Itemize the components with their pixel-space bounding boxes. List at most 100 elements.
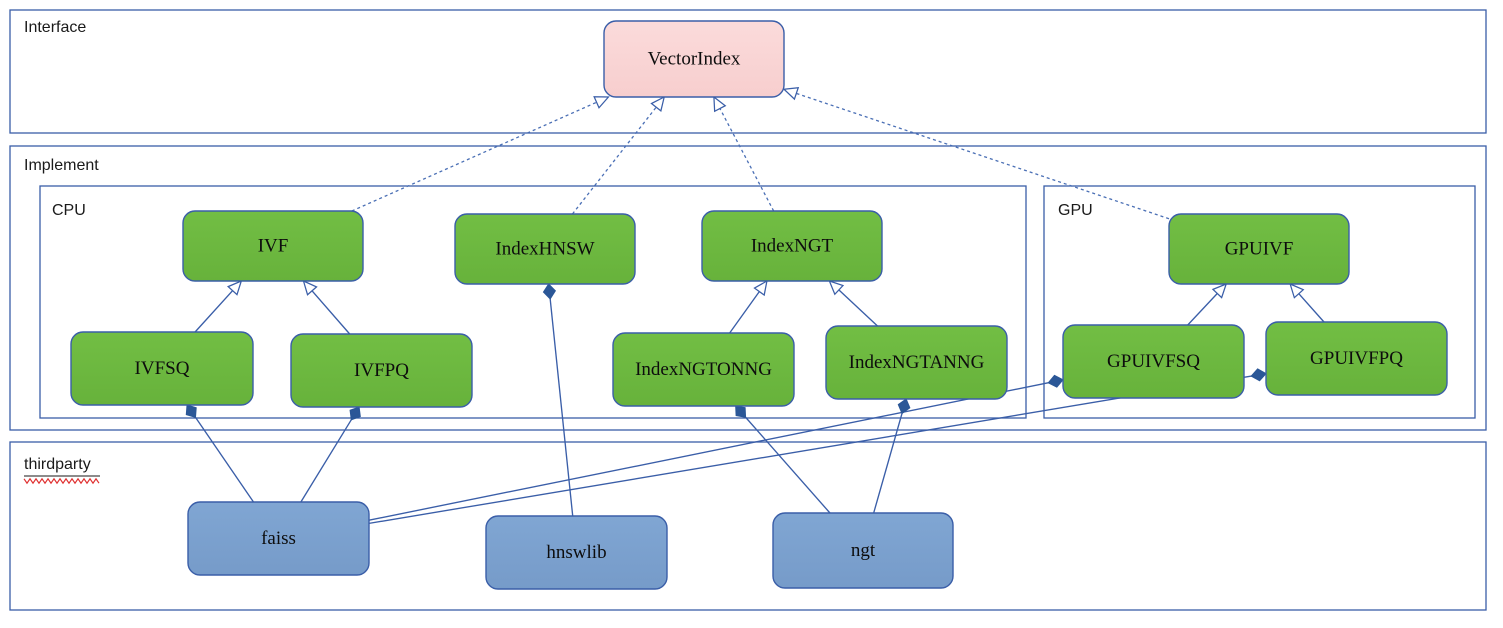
node-label-gpuivfsq: GPUIVFSQ: [1107, 351, 1200, 372]
node-label-vectorindex: VectorIndex: [648, 48, 741, 69]
composition-diamond-icon: [185, 404, 197, 419]
node-gpuivfpq[interactable]: GPUIVFPQ: [1265, 321, 1448, 396]
edge-line-realization: [351, 101, 598, 212]
node-box-ngt[interactable]: [772, 512, 954, 589]
edge-line-composition: [300, 418, 353, 503]
edge-line-inheritance: [729, 290, 761, 334]
inheritance-arrowhead-icon: [828, 279, 845, 296]
edge-line-composition: [368, 381, 1050, 521]
inheritance-arrowhead-icon: [226, 279, 243, 296]
realization-arrowhead-icon: [713, 95, 727, 113]
group-border-interface: [9, 9, 1487, 134]
node-box-hnswlib[interactable]: [485, 515, 668, 590]
node-label-ivfpq: IVFPQ: [354, 360, 409, 381]
node-indexngtanng[interactable]: IndexNGTANNG: [825, 325, 1008, 400]
edge-line-composition: [549, 297, 574, 517]
node-label-hnswlib: hnswlib: [546, 542, 606, 563]
node-label-ngt: ngt: [851, 540, 876, 561]
node-label-gpuivfpq: GPUIVFPQ: [1310, 348, 1403, 369]
node-box-gpuivf[interactable]: [1168, 213, 1350, 285]
edge-line-composition: [194, 416, 255, 503]
edge-line-inheritance: [194, 289, 234, 333]
realization-arrowhead-icon: [782, 87, 800, 101]
composition-diamond-icon: [1250, 368, 1267, 382]
group-border-implement: [9, 145, 1487, 431]
node-gpuivf[interactable]: GPUIVF: [1168, 213, 1350, 285]
composition-diamond-icon: [1047, 374, 1064, 388]
node-label-ivf: IVF: [258, 235, 289, 256]
node-box-ivfpq[interactable]: [290, 333, 473, 408]
composition-diamond-icon: [735, 405, 747, 418]
composition-diamond-icon: [897, 398, 911, 415]
node-indexhnsw[interactable]: IndexHNSW: [454, 213, 636, 285]
node-box-indexngtanng[interactable]: [825, 325, 1008, 400]
group-label-cpu: CPU: [52, 202, 86, 219]
group-interface: Interface: [9, 9, 1487, 134]
node-faiss[interactable]: faiss: [187, 501, 370, 576]
node-label-faiss: faiss: [261, 528, 296, 549]
node-box-ivf[interactable]: [182, 210, 364, 282]
edge-ivfsq-to-ivf: [194, 279, 243, 333]
node-ivfsq[interactable]: IVFSQ: [70, 331, 254, 406]
node-box-gpuivfpq[interactable]: [1265, 321, 1448, 396]
node-ngt[interactable]: ngt: [772, 512, 954, 589]
group-label-gpu: GPU: [1058, 202, 1093, 219]
edge-gpuivfsq-to-gpuivf: [1187, 282, 1228, 326]
node-hnswlib[interactable]: hnswlib: [485, 515, 668, 590]
group-implement: Implement: [9, 145, 1487, 431]
inheritance-arrowhead-icon: [1211, 282, 1228, 299]
edge-faiss-to-gpuivfsq: [368, 374, 1064, 521]
composition-diamond-icon: [349, 406, 361, 421]
edge-indexngt-to-vectorindex: [713, 95, 775, 212]
node-ivf[interactable]: IVF: [182, 210, 364, 282]
edge-faiss-to-ivfsq: [185, 404, 255, 503]
node-box-faiss[interactable]: [187, 501, 370, 576]
composition-diamond-icon: [542, 283, 557, 300]
spellcheck-squiggle-thirdparty: [23, 477, 100, 485]
edge-faiss-to-ivfpq: [300, 406, 361, 503]
group-thirdparty: thirdparty: [9, 441, 1487, 611]
node-indexngt[interactable]: IndexNGT: [701, 210, 883, 282]
edge-line-composition: [368, 375, 1253, 525]
group-border-thirdparty: [9, 441, 1487, 611]
edge-ivf-to-vectorindex: [351, 96, 610, 212]
node-box-indexngtonng[interactable]: [612, 332, 795, 407]
edge-line-composition: [873, 412, 903, 514]
edge-faiss-to-gpuivfpq: [368, 368, 1267, 525]
node-label-indexngtanng: IndexNGTANNG: [849, 352, 985, 373]
realization-arrowhead-icon: [650, 95, 666, 113]
group-label-thirdparty: thirdparty: [24, 456, 91, 473]
edge-hnswlib-to-indexhnsw: [542, 283, 574, 517]
node-label-indexngtonng: IndexNGTONNG: [635, 359, 772, 380]
edge-ngt-to-indexngtanng: [873, 398, 911, 514]
node-label-indexhnsw: IndexHNSW: [495, 238, 594, 259]
node-ivfpq[interactable]: IVFPQ: [290, 333, 473, 408]
edge-ivfpq-to-ivf: [302, 279, 351, 335]
node-box-ivfsq[interactable]: [70, 331, 254, 406]
node-box-indexhnsw[interactable]: [454, 213, 636, 285]
edge-gpuivf-to-vectorindex: [782, 87, 1170, 220]
node-box-gpuivfsq[interactable]: [1062, 324, 1245, 399]
inheritance-arrowhead-icon: [753, 279, 768, 297]
node-vectorindex[interactable]: VectorIndex: [603, 20, 785, 98]
group-label-interface: Interface: [24, 19, 86, 36]
edge-gpuivfpq-to-gpuivf: [1289, 282, 1325, 323]
edge-line-inheritance: [310, 289, 351, 335]
inheritance-arrowhead-icon: [1289, 282, 1305, 299]
node-label-indexngt: IndexNGT: [751, 235, 834, 256]
node-gpuivfsq[interactable]: GPUIVFSQ: [1062, 324, 1245, 399]
node-indexngtonng[interactable]: IndexNGTONNG: [612, 332, 795, 407]
group-cpu: CPU: [39, 185, 1027, 419]
realization-arrowhead-icon: [593, 96, 610, 109]
edge-connectors: [185, 87, 1325, 525]
edge-indexngtanng-to-indexngt: [828, 279, 878, 327]
group-gpu: GPU: [1043, 185, 1476, 419]
node-box-vectorindex[interactable]: [603, 20, 785, 98]
node-box-indexngt[interactable]: [701, 210, 883, 282]
inheritance-arrowhead-icon: [302, 279, 318, 296]
group-border-cpu: [39, 185, 1027, 419]
edge-line-inheritance: [1187, 292, 1219, 326]
edge-line-inheritance: [1297, 292, 1325, 323]
